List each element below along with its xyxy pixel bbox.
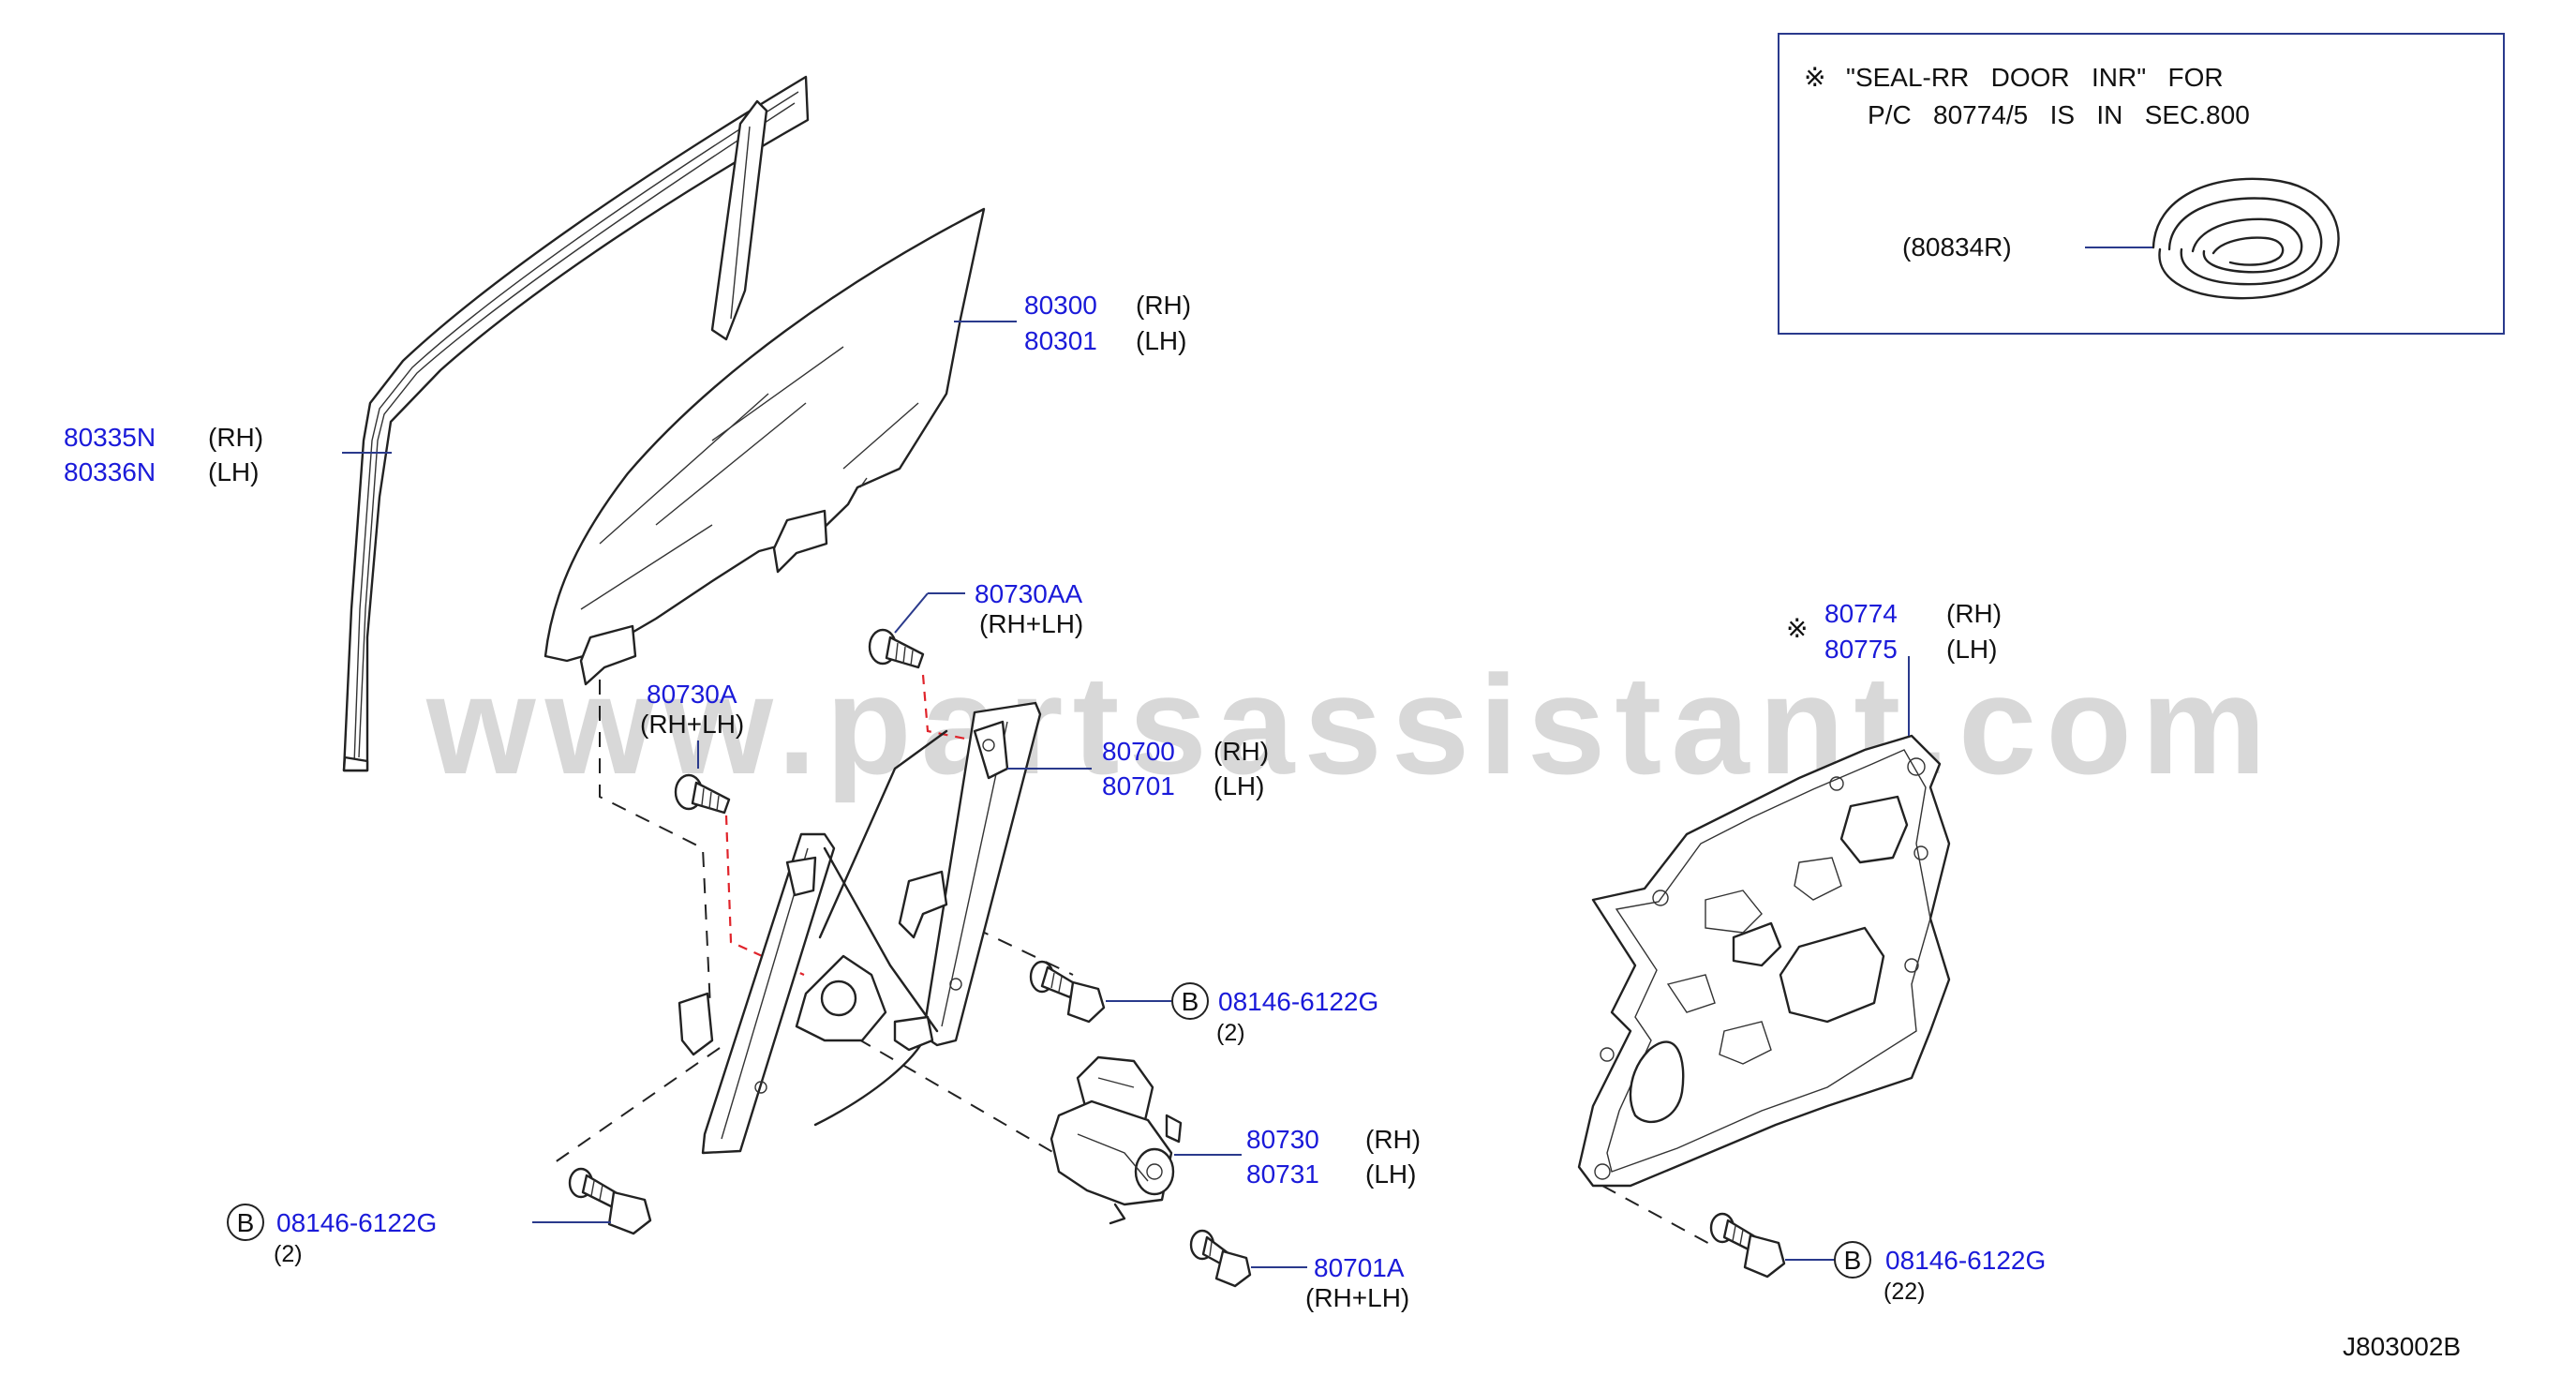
guide-line-1: [599, 680, 711, 1009]
label-bolt-701a-part: 80701A: [1314, 1253, 1405, 1282]
label-glass-lh-part: 80301: [1024, 326, 1097, 355]
label-bolt-a-side: (RH+LH): [640, 710, 744, 739]
bolt-80701a-icon: [1189, 1229, 1252, 1288]
watermark: www.partsassistant.com: [425, 646, 2275, 803]
label-glass-rh-part: 80300: [1024, 291, 1097, 320]
door-seal-panel-part: [1577, 734, 1951, 1188]
label-sash-rh-side: (RH): [208, 423, 263, 452]
bolt-80730a-icon: [674, 773, 731, 815]
bolt-b3-badge: [1834, 1241, 1871, 1279]
guide-red-2: [724, 815, 805, 977]
label-reg-rh-part: 80700: [1102, 737, 1175, 766]
note-box: ※ "SEAL-RR DOOR INR" FOR P/C 80774/5 IS …: [1778, 33, 2505, 335]
label-reg-lh-part: 80701: [1102, 771, 1175, 800]
diagram-id: J803002B: [2343, 1332, 2461, 1361]
label-glass-lh-side: (LH): [1136, 326, 1186, 355]
label-seal-rh-side: (RH): [1946, 599, 2002, 628]
label-bolt-b2-mark: B: [237, 1208, 255, 1237]
label-bolt-b3-mark: B: [1844, 1246, 1862, 1275]
label-seal-lh-part: 80775: [1824, 635, 1898, 664]
label-seal-lh-side: (LH): [1946, 635, 1997, 664]
label-bolt-b3-part: 08146-6122G: [1885, 1246, 2046, 1275]
leader-bolt-aa: [894, 592, 929, 634]
bolt-08146-upper-icon: [1029, 960, 1106, 1024]
label-sash-lh-side: (LH): [208, 457, 259, 486]
bolt-80730aa-icon: [868, 628, 925, 669]
label-glass-rh-side: (RH): [1136, 291, 1191, 320]
label-bolt-aa-part: 80730AA: [975, 579, 1083, 608]
door-glass-part: [543, 207, 986, 686]
label-motor-lh-side: (LH): [1365, 1159, 1416, 1189]
seal-coil-icon: [2152, 177, 2340, 300]
note-mark: ※: [1804, 63, 1825, 92]
guide-line-5: [1601, 1185, 1716, 1248]
note-line-2: P/C 80774/5 IS IN SEC.800: [1868, 100, 2250, 129]
label-reg-lh-side: (LH): [1214, 771, 1264, 800]
label-motor-rh-part: 80730: [1246, 1125, 1319, 1154]
label-sash-rh-part: 80335N: [64, 423, 156, 452]
label-motor-rh-side: (RH): [1365, 1125, 1421, 1154]
bolt-08146-lower-right-icon: [1709, 1212, 1786, 1279]
label-bolt-b1-part: 08146-6122G: [1218, 987, 1378, 1016]
regulator-motor-part: [1050, 1055, 1183, 1225]
label-seal-rh-part: 80774: [1824, 599, 1898, 628]
bolt-b2-badge: [227, 1204, 264, 1241]
bolt-08146-lower-left-icon: [568, 1167, 652, 1235]
note-part-number: (80834R): [1902, 232, 2012, 262]
door-sash-part: [342, 75, 810, 772]
label-bolt-b3-qty: (22): [1884, 1279, 1925, 1305]
label-sash-lh-part: 80336N: [64, 457, 156, 486]
guide-line-2: [547, 1047, 721, 1168]
label-bolt-701a-side: (RH+LH): [1305, 1283, 1409, 1312]
label-bolt-aa-side: (RH+LH): [979, 609, 1083, 638]
label-bolt-b2-part: 08146-6122G: [276, 1208, 437, 1237]
note-line-1: "SEAL-RR DOOR INR" FOR: [1846, 63, 2224, 92]
guide-line-3: [856, 1038, 1055, 1154]
label-seal-mark: ※: [1786, 614, 1808, 643]
label-motor-lh-part: 80731: [1246, 1159, 1319, 1189]
label-bolt-b1-qty: (2): [1216, 1020, 1245, 1046]
label-bolt-a-part: 80730A: [647, 680, 737, 709]
bolt-b1-badge: [1171, 982, 1209, 1020]
guide-line-4: [974, 927, 1074, 976]
label-bolt-b2-qty: (2): [274, 1241, 303, 1267]
guide-red-1: [921, 674, 975, 742]
window-regulator-part: [678, 701, 1042, 1155]
label-reg-rh-side: (RH): [1214, 737, 1269, 766]
label-bolt-b1-mark: B: [1182, 987, 1199, 1016]
